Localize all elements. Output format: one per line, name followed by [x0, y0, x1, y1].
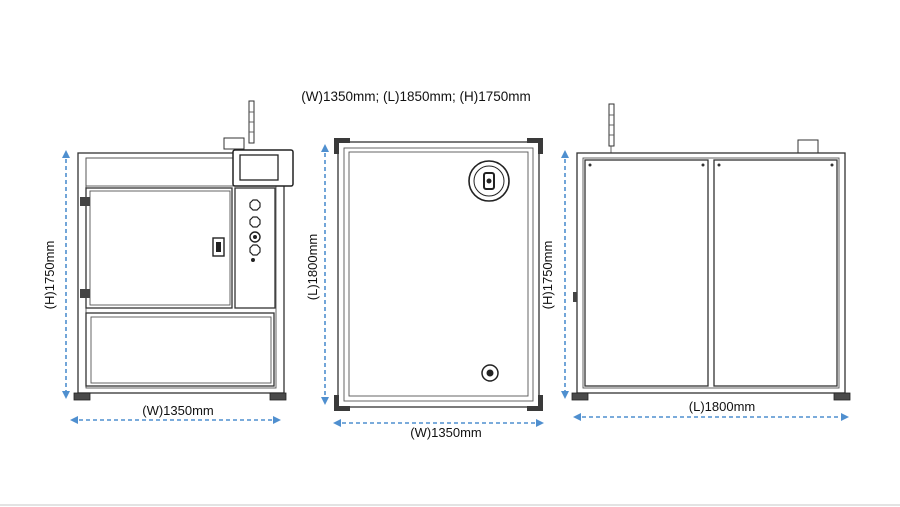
front-view	[73, 100, 294, 401]
door-hinge-top	[80, 197, 90, 206]
front-foot-right	[269, 392, 287, 401]
front-foot-left	[73, 392, 91, 401]
cable-port	[481, 364, 499, 382]
side-length-label: (L)1800mm	[689, 399, 755, 414]
side-top-box	[797, 139, 819, 154]
side-height-label: (H)1750mm	[540, 241, 555, 310]
front-height-label: (H)1750mm	[42, 241, 57, 310]
top-view	[334, 138, 543, 411]
side-height-dimension: (H)1750mm	[540, 150, 569, 399]
control-panel	[234, 187, 276, 309]
side-signal-tower	[608, 103, 615, 153]
hmi-screen	[232, 149, 294, 187]
side-view	[571, 103, 851, 401]
front-width-label: (W)1350mm	[142, 403, 214, 418]
front-height-dimension: (H)1750mm	[42, 150, 70, 399]
front-width-dimension: (W)1350mm	[70, 403, 281, 424]
door-hinge-bottom	[80, 289, 90, 298]
corner-brackets	[334, 138, 543, 411]
side-foot-right	[833, 392, 851, 401]
top-length-label: (L)1800mm	[305, 234, 320, 300]
top-width-dimension: (W)1350mm	[333, 419, 544, 440]
exhaust-fan	[468, 160, 510, 202]
signal-tower	[223, 100, 255, 150]
side-foot-left	[571, 392, 589, 401]
overall-dimensions-title: (W)1350mm; (L)1850mm; (H)1750mm	[301, 89, 531, 104]
top-length-dimension: (L)1800mm	[305, 144, 329, 405]
side-length-dimension: (L)1800mm	[573, 399, 849, 421]
top-width-label: (W)1350mm	[410, 425, 482, 440]
door-handle	[212, 237, 225, 257]
